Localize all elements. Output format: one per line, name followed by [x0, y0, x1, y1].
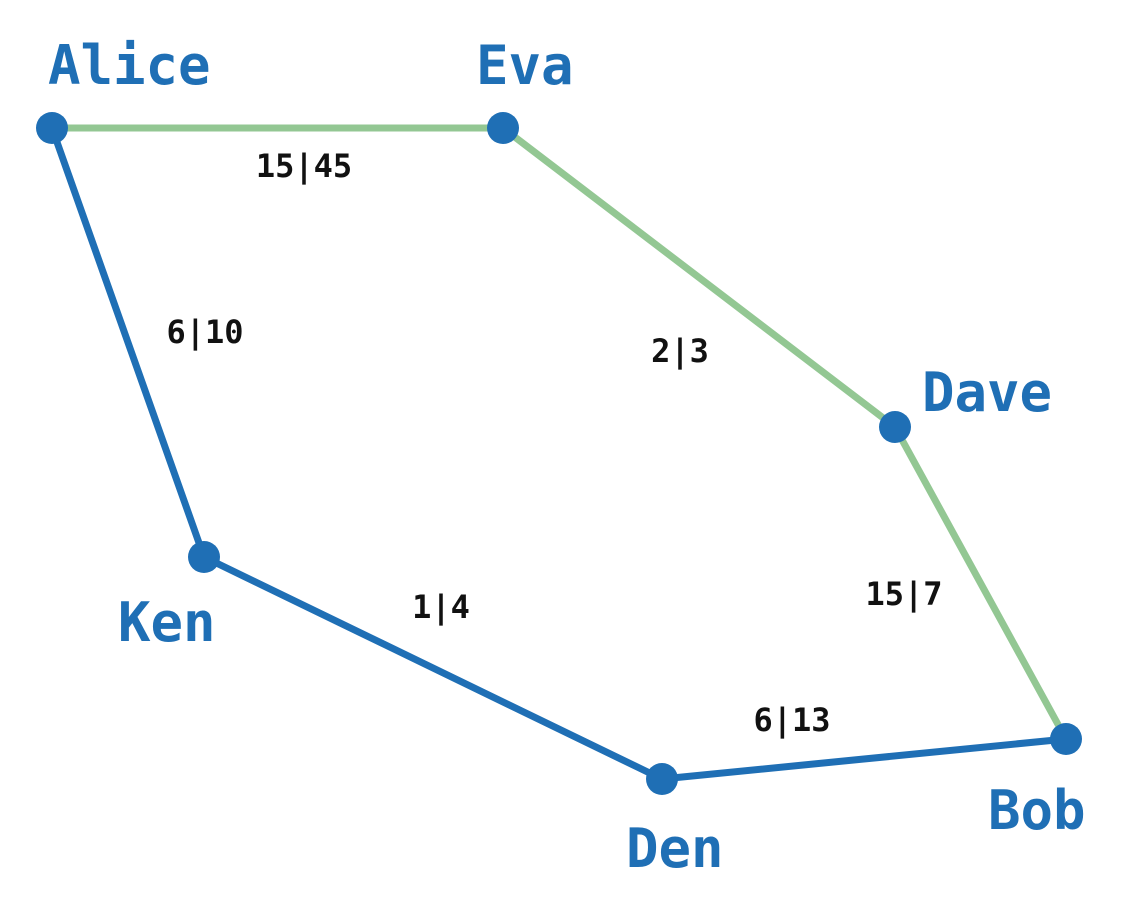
node-label-den: Den — [626, 817, 724, 880]
node-label-ken: Ken — [118, 591, 216, 654]
edge-label-dave-bob: 15|7 — [865, 575, 942, 614]
node-label-bob: Bob — [988, 779, 1086, 842]
edge-label-alice-eva: 15|45 — [256, 147, 352, 186]
edges-layer — [48, 124, 1070, 783]
edge-dave-bob — [891, 423, 1070, 743]
edge-ken-alice — [48, 124, 208, 561]
node-dave — [879, 411, 911, 443]
node-label-alice: Alice — [48, 34, 211, 97]
edge-label-bob-den: 6|13 — [753, 701, 830, 740]
node-eva — [487, 112, 519, 144]
node-alice — [36, 112, 68, 144]
node-label-dave: Dave — [922, 361, 1052, 424]
edge-labels-layer: 15|45 2|3 15|7 6|13 1|4 6|10 — [166, 147, 942, 740]
node-label-eva: Eva — [476, 34, 574, 97]
nodes-layer — [36, 112, 1082, 795]
edge-label-eva-dave: 2|3 — [651, 332, 709, 371]
edge-label-den-ken: 1|4 — [412, 588, 470, 627]
edge-eva-dave — [499, 124, 899, 431]
node-ken — [188, 541, 220, 573]
node-den — [646, 763, 678, 795]
edge-label-ken-alice: 6|10 — [166, 313, 243, 352]
edge-den-ken — [200, 553, 666, 783]
edge-bob-den — [658, 735, 1070, 783]
node-bob — [1050, 723, 1082, 755]
